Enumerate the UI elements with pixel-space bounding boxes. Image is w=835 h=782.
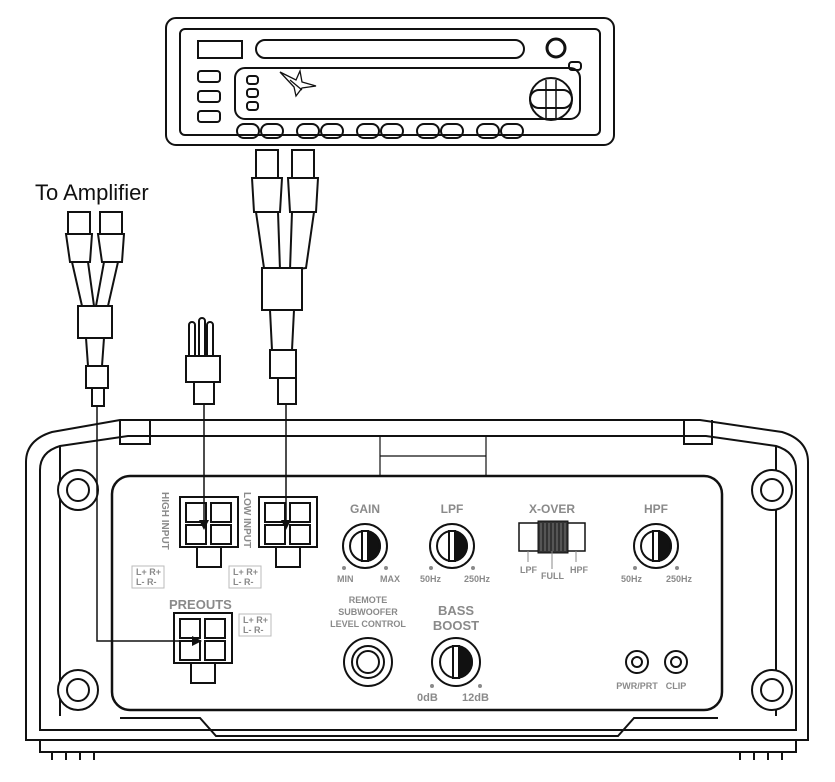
amplifier-body xyxy=(25,419,809,760)
remote-label-1: REMOTE xyxy=(349,595,388,605)
xover-lpf-label: LPF xyxy=(520,565,538,575)
xover-switch: X-OVER LPF FULL HPF xyxy=(518,502,589,581)
clip-led-label: CLIP xyxy=(666,681,687,691)
lpf-max-label: 250Hz xyxy=(464,574,491,584)
led-icon xyxy=(625,650,688,674)
polarity-bottom: L- R- xyxy=(233,577,254,587)
bass-boost-label-2: BOOST xyxy=(433,618,479,633)
lpf-min-label: 50Hz xyxy=(420,574,442,584)
mount-hole-icon xyxy=(57,469,793,711)
hpf-min-label: 50Hz xyxy=(621,574,643,584)
polarity-top: L+ R+ xyxy=(136,567,161,577)
polarity-top: L+ R+ xyxy=(243,615,268,625)
caption: To Amplifier xyxy=(35,180,149,205)
remote-label-3: LEVEL CONTROL xyxy=(330,619,406,629)
bass-boost-min-label: 0dB xyxy=(417,692,438,704)
gain-max-label: MAX xyxy=(380,574,400,584)
bass-boost-max-label: 12dB xyxy=(462,692,489,704)
head-unit-icon xyxy=(165,17,615,146)
high-input-label: HIGH INPUT xyxy=(159,492,170,550)
xover-hpf-label: HPF xyxy=(570,565,589,575)
lpf-label: LPF xyxy=(441,502,464,516)
xover-full-label: FULL xyxy=(541,571,564,581)
polarity-bottom: L- R- xyxy=(243,625,264,635)
rca-plug-icon xyxy=(250,149,320,405)
rca-plug-icon xyxy=(64,211,126,407)
gain-label: GAIN xyxy=(350,502,380,516)
polarity-top: L+ R+ xyxy=(233,567,258,577)
knob-icon xyxy=(342,523,679,687)
gain-min-label: MIN xyxy=(337,574,354,584)
molex-connector-icon xyxy=(173,496,318,684)
power-led-label: PWR/PRT xyxy=(616,681,658,691)
bass-boost-label-1: BASS xyxy=(438,603,474,618)
polarity-bottom: L- R- xyxy=(136,577,157,587)
polarity-label: L+ R+ L- R- L+ R+ L- R- L+ R+ L- R- xyxy=(131,565,272,637)
low-input-label: LOW INPUT xyxy=(241,492,252,548)
signal-wires xyxy=(96,404,291,646)
preouts-label: PREOUTS xyxy=(169,597,232,612)
molex-connector-icon xyxy=(185,317,221,405)
hpf-max-label: 250Hz xyxy=(666,574,693,584)
hpf-label: HPF xyxy=(644,502,668,516)
knob-dots xyxy=(342,566,679,688)
remote-label-2: SUBWOOFER xyxy=(338,607,398,617)
xover-label: X-OVER xyxy=(529,502,575,516)
